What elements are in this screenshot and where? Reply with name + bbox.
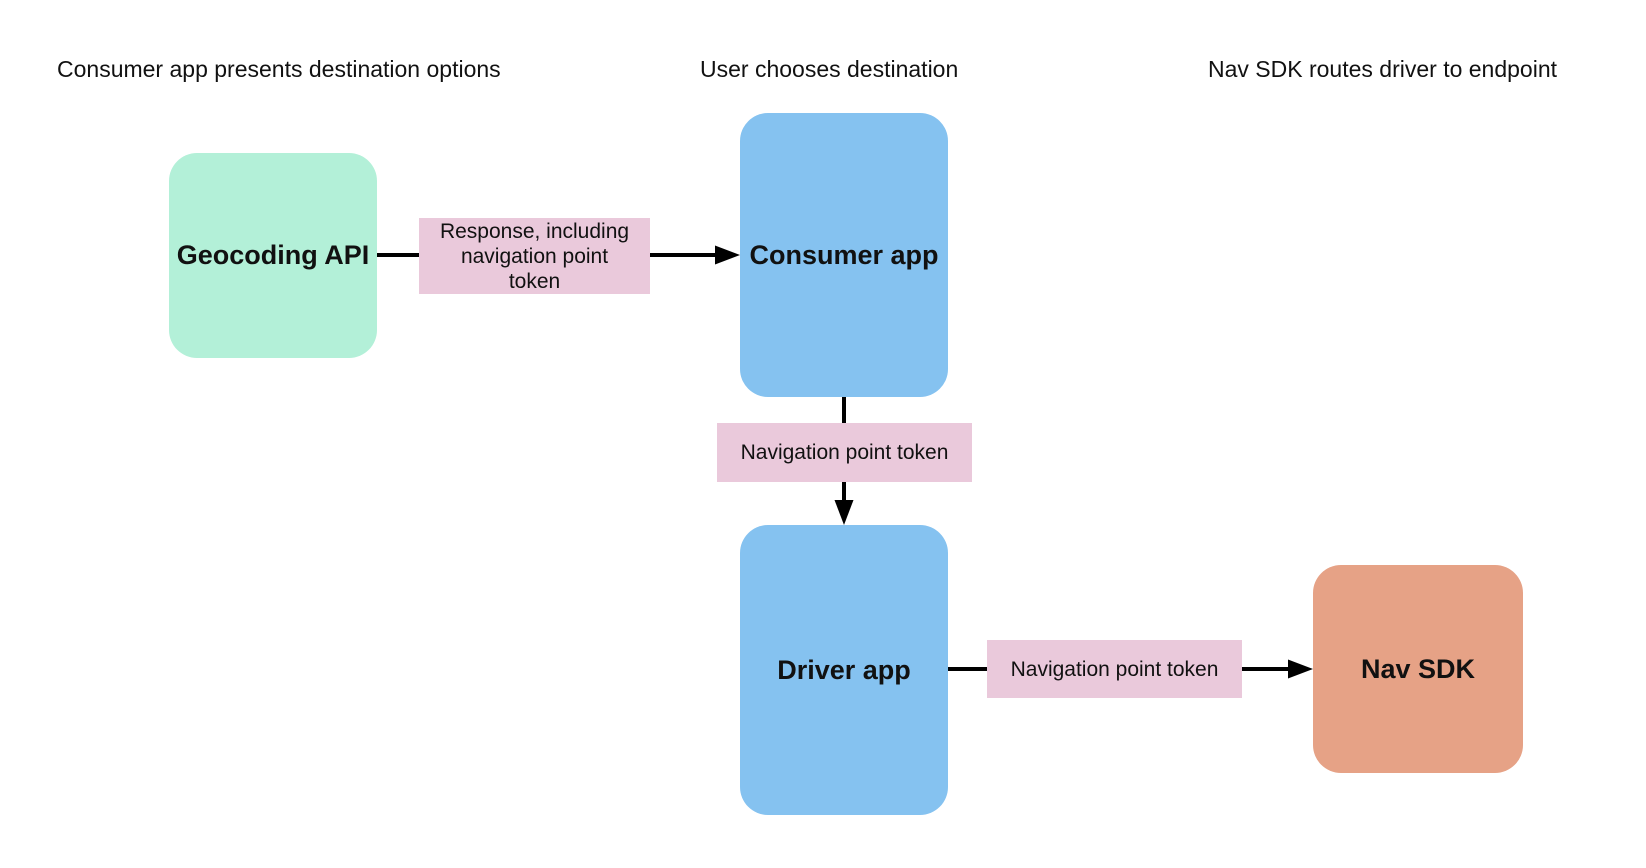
node-consumer-app: Consumer app — [740, 113, 948, 397]
node-driver-app: Driver app — [740, 525, 948, 815]
node-nav-sdk: Nav SDK — [1313, 565, 1523, 773]
edge-label-navigation-point-token-consumer-to-driver: Navigation point token — [717, 423, 972, 482]
node-geocoding-api: Geocoding API — [169, 153, 377, 358]
edge-label-navigation-point-token-driver-to-navsdk: Navigation point token — [987, 640, 1242, 698]
edge-label-response-navigation-point-token: Response, including navigation point tok… — [419, 218, 650, 294]
column-header-user-chooses: User chooses destination — [700, 56, 959, 82]
column-header-consumer-presents: Consumer app presents destination option… — [57, 56, 501, 82]
column-header-navsdk-routes: Nav SDK routes driver to endpoint — [1208, 56, 1558, 82]
